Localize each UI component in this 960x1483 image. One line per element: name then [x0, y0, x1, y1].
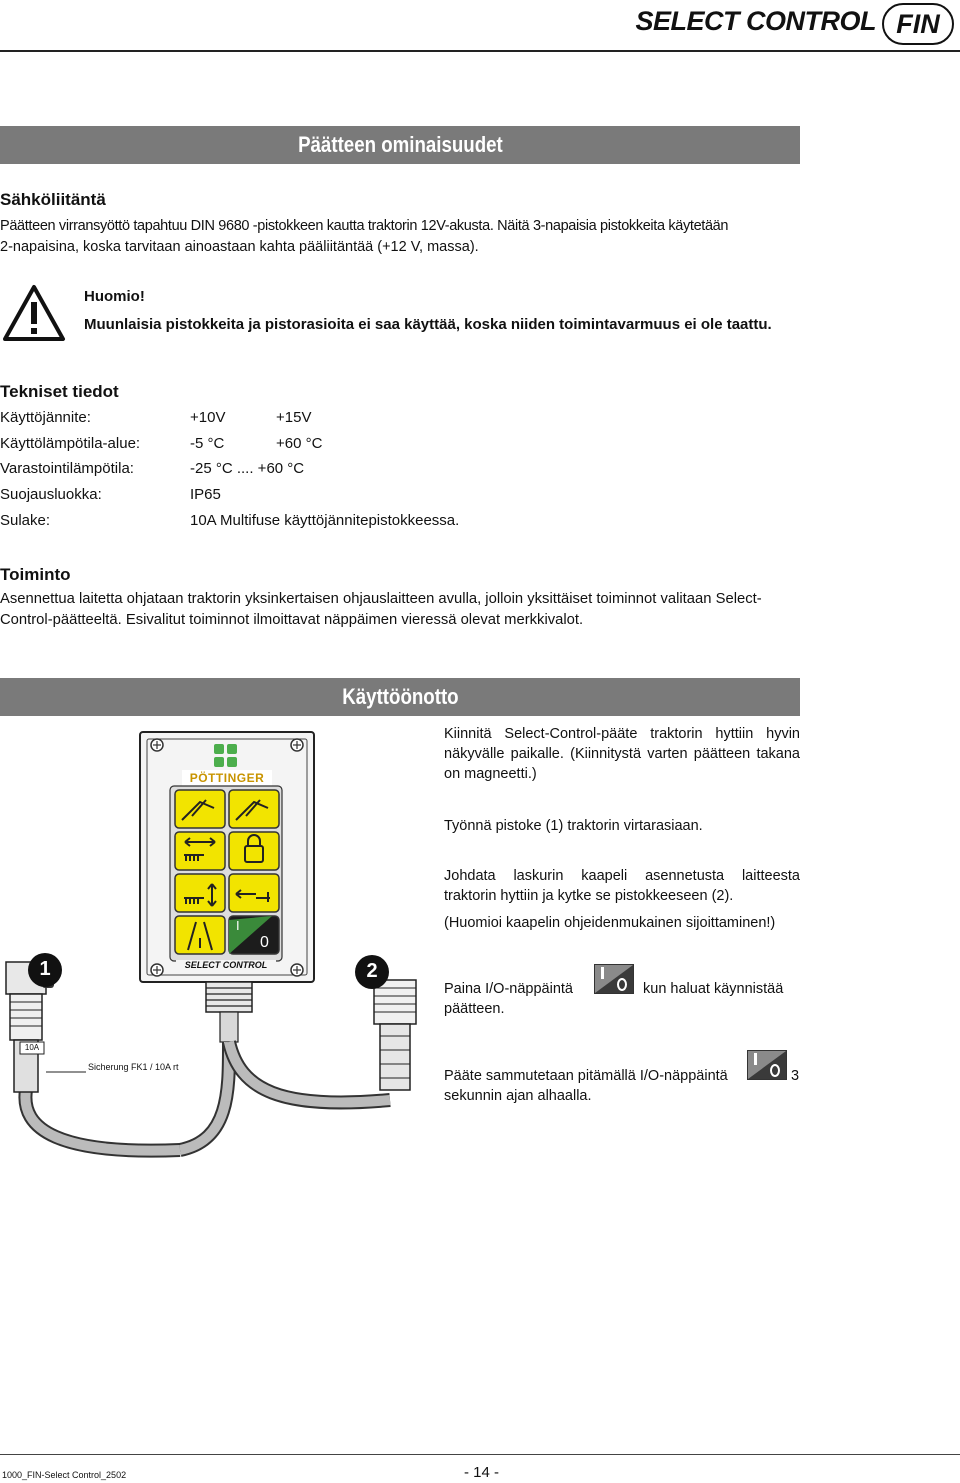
- device-label: SELECT CONTROL: [184, 960, 268, 970]
- heading-electrical: Sähköliitäntä: [0, 190, 106, 209]
- fuse-note: Sicherung FK1 / 10A rt: [88, 1062, 179, 1072]
- electrical-line-1: Päätteen virransyöttö tapahtuu DIN 9680 …: [0, 218, 729, 234]
- step-cable-note: (Huomioi kaapelin ohjeidenmukainen sijoi…: [444, 915, 776, 931]
- heading-tech-data: Tekniset tiedot: [0, 382, 119, 401]
- spec-label: Sulake:: [0, 512, 51, 529]
- spec-value: IP65: [190, 486, 221, 503]
- step-power-off-c: sekunnin ajan alhaalla.: [444, 1088, 592, 1104]
- brand-logo: PÖTTINGER: [189, 771, 265, 785]
- electrical-line-2: 2-napaisina, koska tarvitaan ainoastaan …: [0, 239, 479, 255]
- section-banner-commissioning: Käyttöönotto: [0, 678, 800, 716]
- document-id: 1000_FIN-Select Control_2502: [2, 1470, 127, 1480]
- warning-text: Muunlaisia pistokkeita ja pistorasioita …: [84, 316, 772, 333]
- header-title: SELECT CONTROL: [635, 6, 877, 36]
- spec-value: 10A Multifuse käyttöjännitepistokkeessa.: [190, 512, 460, 529]
- warning-icon: [3, 285, 65, 341]
- callout-1: 1: [39, 958, 51, 980]
- step-power-on-c: päätteen.: [444, 1001, 505, 1017]
- step-mount-terminal: Kiinnitä Select-Control-pääte traktorin …: [444, 726, 800, 782]
- spec-value: +10V: [190, 409, 226, 426]
- warning-title: Huomio!: [84, 288, 145, 305]
- fuse-label: 10A: [24, 1043, 40, 1052]
- spec-value: -25 °C .... +60 °C: [190, 460, 305, 477]
- io-key-o: 0: [260, 934, 269, 951]
- spec-value: +60 °C: [276, 435, 323, 452]
- function-line-2: Control-päätteeltä. Esivalitut toiminnot…: [0, 612, 584, 628]
- callout-2: 2: [366, 960, 378, 982]
- io-button-icon: [594, 964, 634, 994]
- section-banner-features: Päätteen ominaisuudet: [0, 126, 800, 164]
- io-button-icon: [747, 1050, 787, 1080]
- io-key-i: I: [236, 918, 240, 933]
- step-insert-plug: Työnnä pistoke (1) traktorin virtarasiaa…: [444, 818, 703, 834]
- step-power-on-b: kun haluat käynnistää: [643, 981, 784, 997]
- function-line-1: Asennettua laitetta ohjataan traktorin y…: [0, 591, 762, 607]
- spec-value: -5 °C: [190, 435, 225, 452]
- spec-label: Varastointilämpötila:: [0, 460, 134, 477]
- step-route-cable: Johdata laskurin kaapeli asennetusta lai…: [444, 868, 800, 904]
- language-badge: FIN: [882, 3, 954, 45]
- page-number: - 14 -: [464, 1464, 500, 1481]
- footer-rule: [0, 1454, 960, 1455]
- spec-value: +15V: [276, 409, 312, 426]
- heading-function: Toiminto: [0, 565, 71, 584]
- spec-label: Käyttöjännite:: [0, 409, 91, 426]
- spec-label: Käyttölämpötila-alue:: [0, 435, 141, 452]
- section-title: Käyttöönotto: [341, 684, 459, 709]
- step-power-off-b: 3: [791, 1068, 800, 1084]
- step-power-on-a: Paina I/O-näppäintä: [444, 981, 573, 997]
- section-title: Päätteen ominaisuudet: [297, 132, 503, 157]
- step-power-off-a: Pääte sammutetaan pitämällä I/O-näppäint…: [444, 1068, 728, 1084]
- spec-label: Suojausluokka:: [0, 486, 102, 503]
- header-rule: [0, 50, 960, 52]
- select-control-illustration: [5, 731, 417, 1158]
